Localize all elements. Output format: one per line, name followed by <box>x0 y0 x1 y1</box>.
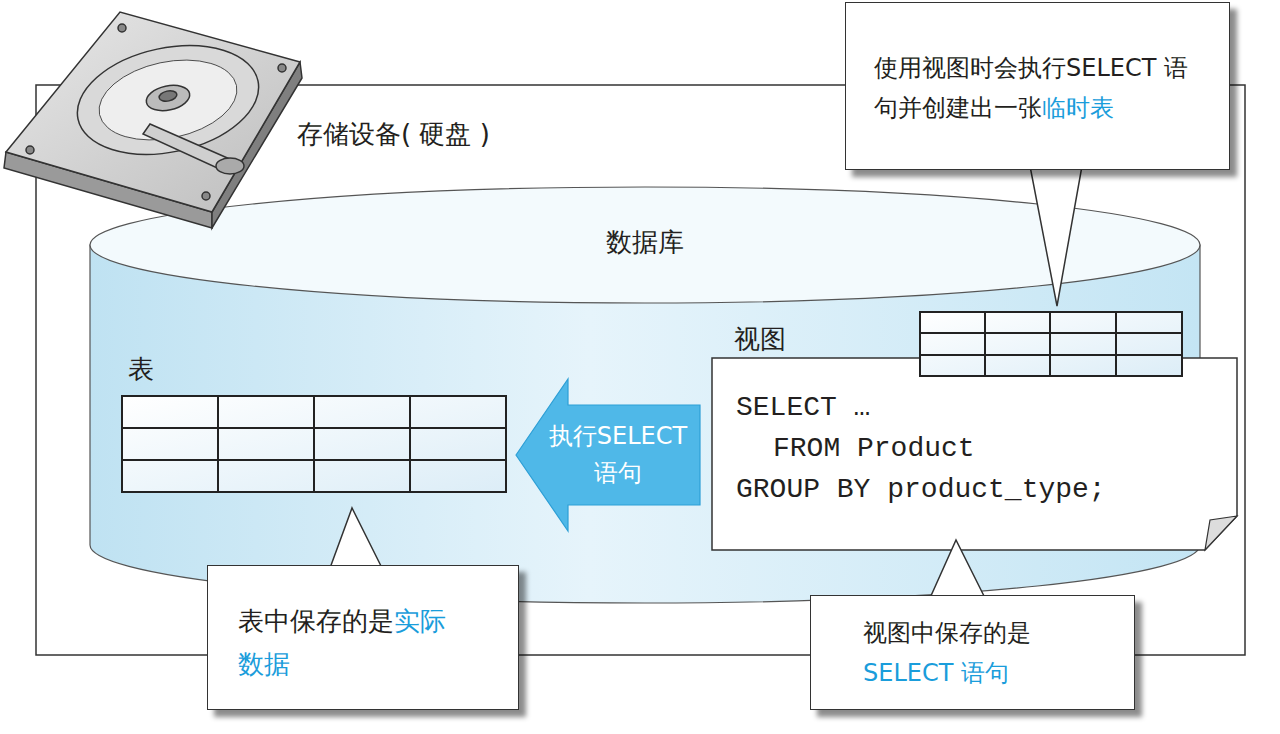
callout-text-part: 临时表 <box>1042 94 1114 122</box>
code-line: GROUP BY product_type; <box>736 474 1106 505</box>
code-line: SELECT … <box>736 392 870 423</box>
table-grid <box>122 396 506 492</box>
text-slot: GROUP BY product_type; <box>736 474 1106 505</box>
text-slot: 视图 <box>734 322 786 357</box>
callout-text-part: 表中保存的是 <box>238 606 394 636</box>
callout-box: 使用视图时会执行SELECT 语句并创建出一张临时表 <box>845 2 1230 170</box>
label-text: 表 <box>128 354 154 384</box>
code-line: FROM Product <box>773 433 975 464</box>
label-text: 数据库 <box>606 227 684 257</box>
callout-text: 使用视图时会执行SELECT 语句并创建出一张临时表 <box>874 49 1209 128</box>
callout-text-part: 使用视图时会执行SELECT 语句并创建出一张 <box>874 54 1188 122</box>
callout-box: 表中保存的是实际数据 <box>207 565 519 710</box>
text-slot: 数据库 <box>90 225 1200 260</box>
callout-box: 视图中保存的是SELECT 语句 <box>810 595 1135 710</box>
text-slot: 表 <box>128 352 154 387</box>
arrow-label: 执行SELECT 语句 <box>540 418 696 492</box>
temp-table-grid <box>920 312 1182 376</box>
table-block: 表 <box>120 352 510 494</box>
text-slot: 存储设备( 硬盘 ) <box>297 117 490 152</box>
text-slot: FROM Product <box>773 433 975 464</box>
callout-text: 视图中保存的是SELECT 语句 <box>863 614 1123 693</box>
text-slot: SELECT … <box>736 392 870 423</box>
callout-text-part: SELECT 语句 <box>863 654 1123 694</box>
callout-text-part: 视图中保存的是 <box>863 614 1123 654</box>
database-cylinder: 数据库表 视图 SELECT … FROM ProductGROUP BY produ… <box>90 187 1200 603</box>
view-box: 视图 SELECT … FROM ProductGROUP BY product_t… <box>712 322 1237 550</box>
callout-tail <box>330 166 1082 598</box>
hard-disk <box>4 12 302 228</box>
callout-text: 表中保存的是实际数据 <box>238 600 460 686</box>
view-sheet <box>712 358 1237 550</box>
label-text: 视图 <box>734 324 786 354</box>
block-arrow <box>516 379 700 531</box>
label-text: 存储设备( 硬盘 ) <box>297 119 490 149</box>
block-arrow-shape <box>516 379 700 531</box>
